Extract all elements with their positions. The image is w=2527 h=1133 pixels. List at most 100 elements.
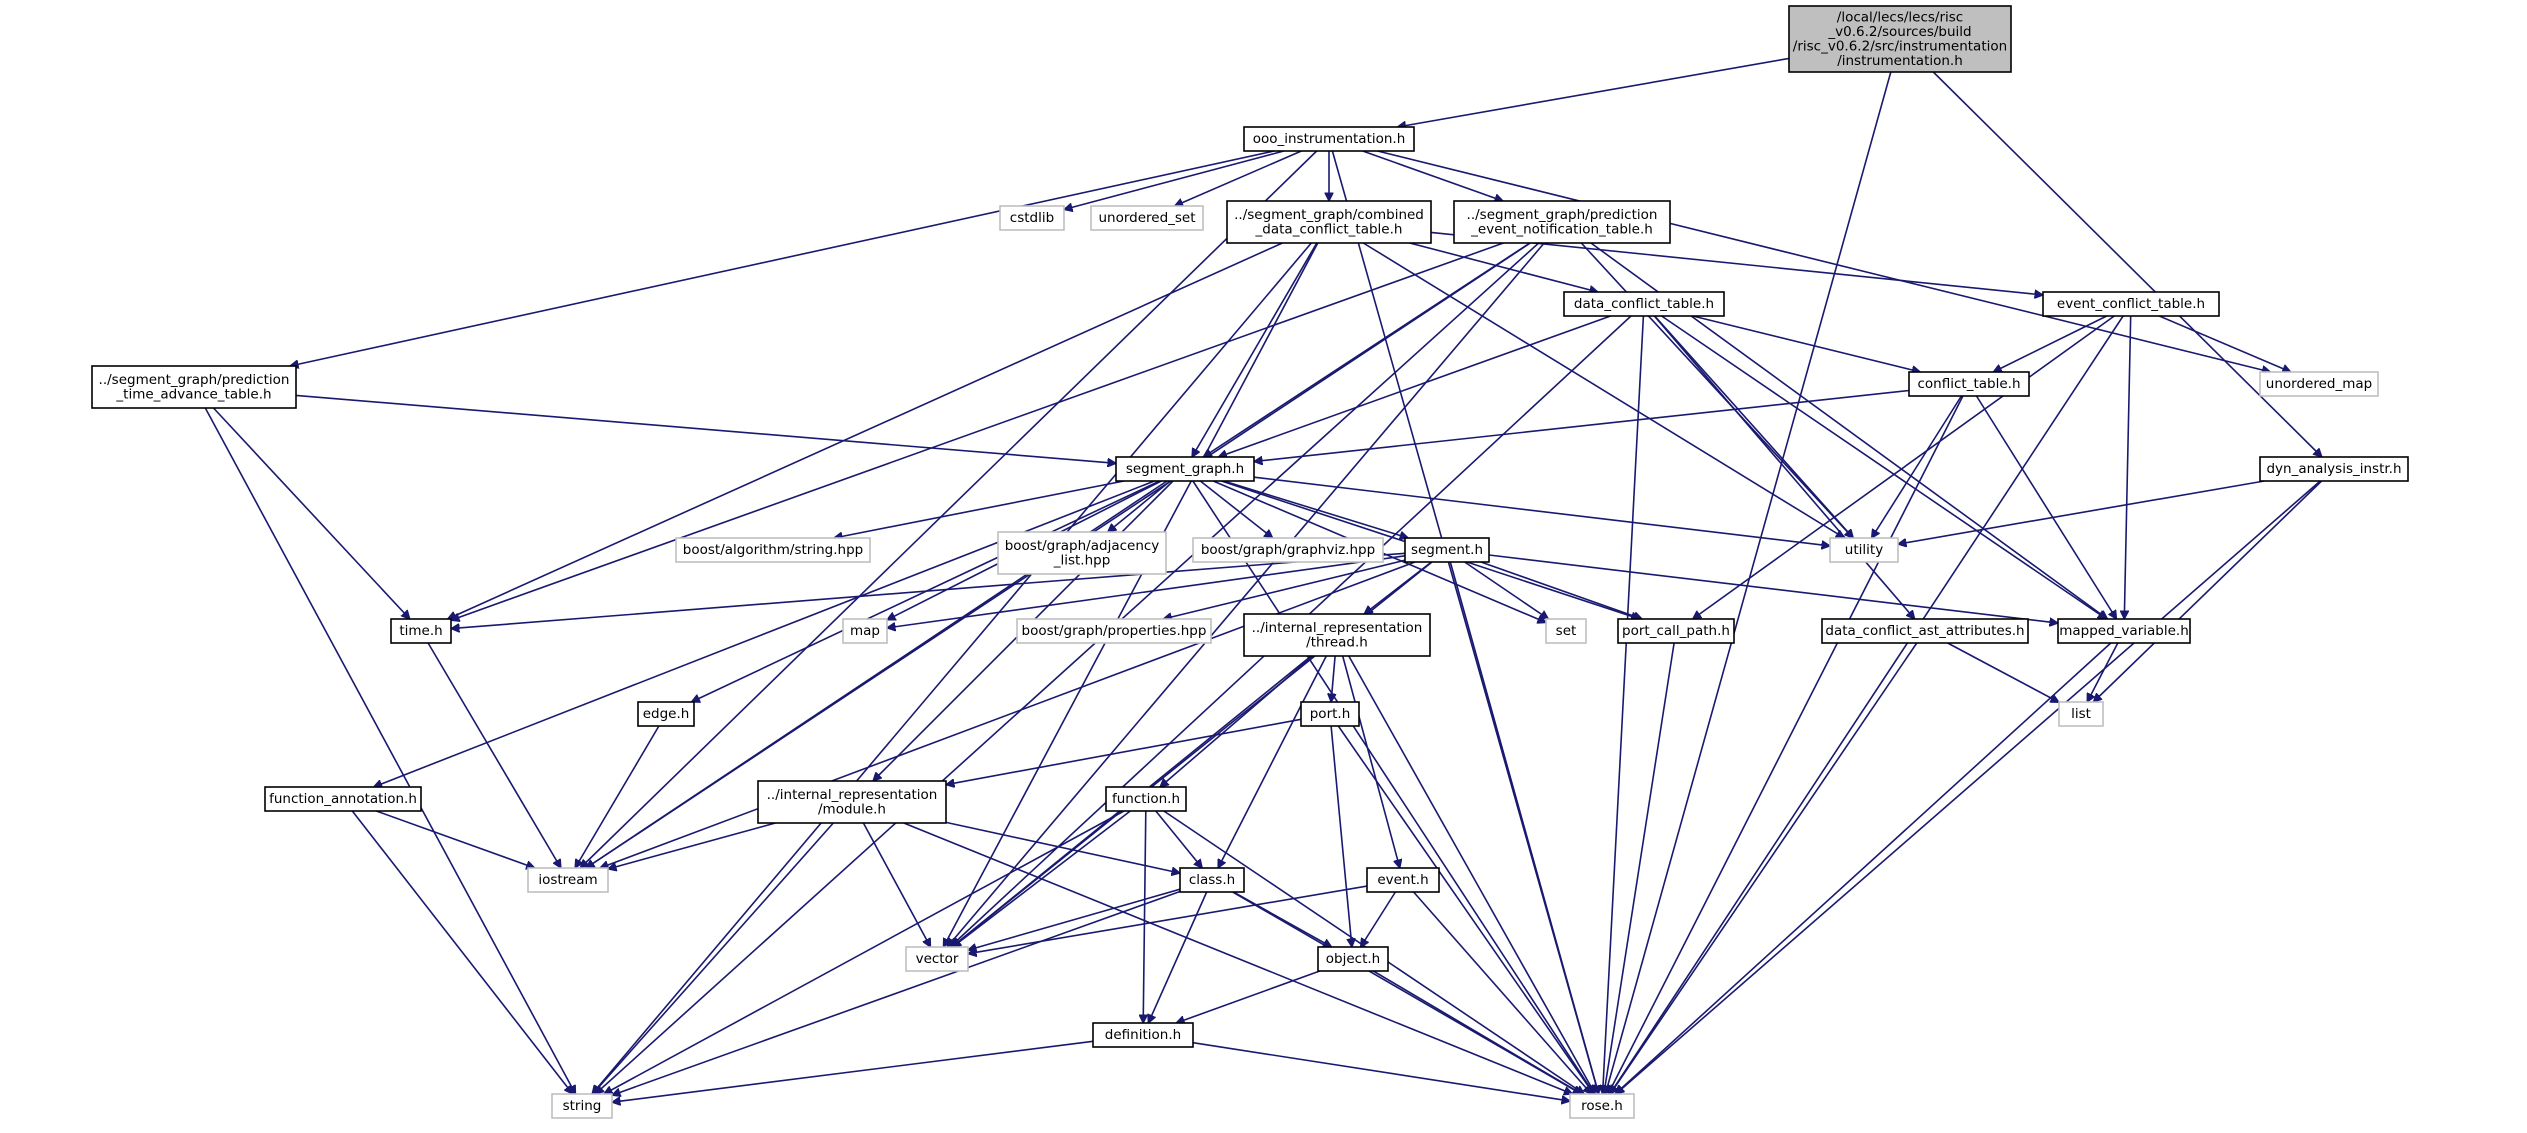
edge-segment-to-map (887, 555, 1406, 628)
edge-function-to-string (604, 810, 1125, 1095)
node-thread[interactable]: ../internal_representation/thread.h (1243, 613, 1431, 657)
edge-module-to-iostream (608, 822, 776, 869)
edge-prediction_event-to-vector (947, 242, 1545, 947)
node-box (1115, 456, 1255, 482)
node-label: boost/graph/graphviz.hpp (1201, 542, 1375, 558)
node-box (1366, 867, 1440, 893)
node-event-conflict[interactable]: event_conflict_table.h (2042, 291, 2220, 317)
node-label: event.h (1377, 872, 1428, 888)
edge-combined-to-segment_graph (1192, 242, 1318, 457)
node-label: segment_graph.h (1126, 461, 1244, 477)
node-set: set (1545, 618, 1587, 644)
node-class[interactable]: class.h (1179, 867, 1245, 893)
edge-ooo-to-unordered_set (1175, 150, 1302, 206)
node-label: data_conflict_table.h (1574, 296, 1714, 312)
node-module[interactable]: ../internal_representation/module.h (757, 780, 947, 824)
edge-segment-to-rose (1449, 561, 1598, 1094)
node-unordered-set: unordered_set (1090, 205, 1204, 231)
node-prediction-time[interactable]: ../segment_graph/prediction_time_advance… (91, 365, 297, 409)
node-port-call[interactable]: port_call_path.h (1617, 618, 1735, 644)
node-edge[interactable]: edge.h (637, 701, 695, 727)
node-event[interactable]: event.h (1366, 867, 1440, 893)
node-box (1092, 1022, 1194, 1048)
edge-class-to-definition (1148, 891, 1208, 1023)
node-label: mapped_variable.h (2059, 623, 2189, 639)
node-dcast[interactable]: data_conflict_ast_attributes.h (1821, 618, 2029, 644)
edge-root-to-ooo (1398, 57, 1790, 127)
edge-module-to-rose (903, 822, 1573, 1094)
node-label: /local/lecs/lecs/risc (1837, 9, 1963, 25)
node-port[interactable]: port.h (1300, 701, 1360, 727)
node-box (1569, 1093, 1635, 1119)
edge-thread-to-event (1341, 655, 1400, 868)
edge-segment_graph-to-utility (1253, 476, 1830, 546)
node-iostream: iostream (527, 867, 609, 893)
edge-function-to-definition (1143, 810, 1146, 1023)
node-label: set (1556, 623, 1577, 639)
node-box (1105, 786, 1187, 812)
edge-port-to-module (946, 718, 1302, 784)
node-segment[interactable]: segment.h (1404, 537, 1490, 563)
edge-dyn-to-rose (1616, 480, 2321, 1094)
node-label: dyn_analysis_instr.h (2266, 461, 2401, 477)
node-function[interactable]: function.h (1105, 786, 1187, 812)
node-definition[interactable]: definition.h (1092, 1022, 1194, 1048)
edge-event_conflict-to-port_call (1693, 315, 2115, 619)
edge-ooo-to-iostream (580, 150, 1318, 868)
edge-thread-to-function (1160, 655, 1314, 787)
node-label: /thread.h (1306, 634, 1368, 650)
node-label: _time_advance_table.h (115, 386, 271, 402)
edge-event_conflict-to-rose (1610, 315, 2124, 1094)
node-label: /risc_v0.6.2/src/instrumentation (1793, 38, 2007, 54)
edge-segment_graph-to-boost_alg (834, 480, 1125, 538)
node-box (1016, 618, 1212, 644)
node-label: event_conflict_table.h (2057, 296, 2205, 312)
node-list: list (2058, 701, 2104, 727)
edge-dcast-to-list (1947, 642, 2059, 704)
node-segment-graph[interactable]: segment_graph.h (1115, 456, 1255, 482)
node-prediction-event[interactable]: ../segment_graph/prediction_event_notifi… (1453, 200, 1671, 244)
node-boost-alg: boost/algorithm/string.hpp (675, 537, 871, 563)
node-box (1788, 5, 2012, 73)
edge-port_call-to-rose (1604, 642, 1675, 1094)
edge-mapped-to-list (2086, 642, 2119, 702)
edge-conflict_table-to-utility (1872, 395, 1963, 538)
edge-segment_graph-to-boost_adj (1108, 480, 1171, 532)
edge-conflict_table-to-mapped (1975, 395, 2117, 619)
node-conflict-table[interactable]: conflict_table.h (1908, 371, 2030, 397)
node-label: ../internal_representation (767, 787, 938, 803)
node-boost-graphviz: boost/graph/graphviz.hpp (1192, 537, 1384, 563)
edge-dyn-to-list (2093, 480, 2323, 702)
node-label: _v0.6.2/sources/build (1827, 24, 1971, 40)
edge-layer (204, 57, 2323, 1102)
node-ooo[interactable]: ooo_instrumentation.h (1243, 126, 1415, 152)
node-box (264, 786, 422, 812)
node-label: unordered_set (1098, 210, 1195, 226)
node-label: _data_conflict_table.h (1255, 221, 1403, 237)
node-combined[interactable]: ../segment_graph/combined_data_conflict_… (1226, 200, 1432, 244)
node-box (1192, 537, 1384, 563)
edge-func_ann-to-string (351, 810, 572, 1094)
edge-thread-to-class (1217, 655, 1328, 868)
node-boost-prop: boost/graph/properties.hpp (1016, 618, 1212, 644)
edge-root-to-dyn (1932, 71, 2322, 457)
node-vector: vector (905, 946, 969, 972)
edge-segment_graph-to-segment (1223, 480, 1408, 538)
node-box (1300, 701, 1360, 727)
edge-edge-to-iostream (575, 725, 660, 868)
node-mapped[interactable]: mapped_variable.h (2057, 618, 2191, 644)
node-data-conflict[interactable]: data_conflict_table.h (1563, 291, 1725, 317)
edge-time-to-iostream (427, 642, 561, 868)
edge-event_conflict-to-conflict_table (1993, 315, 2108, 373)
node-object[interactable]: object.h (1317, 946, 1389, 972)
node-label: edge.h (643, 706, 690, 722)
node-func-ann[interactable]: function_annotation.h (264, 786, 422, 812)
node-box (997, 531, 1167, 575)
edge-data_conflict-to-mapped (1661, 315, 2107, 619)
node-box (842, 618, 888, 644)
edge-conflict_table-to-segment_graph (1254, 389, 1910, 462)
node-time[interactable]: time.h (390, 618, 452, 644)
node-box (1317, 946, 1389, 972)
node-dyn[interactable]: dyn_analysis_instr.h (2259, 456, 2409, 482)
edge-segment-to-port_call (1480, 561, 1642, 619)
